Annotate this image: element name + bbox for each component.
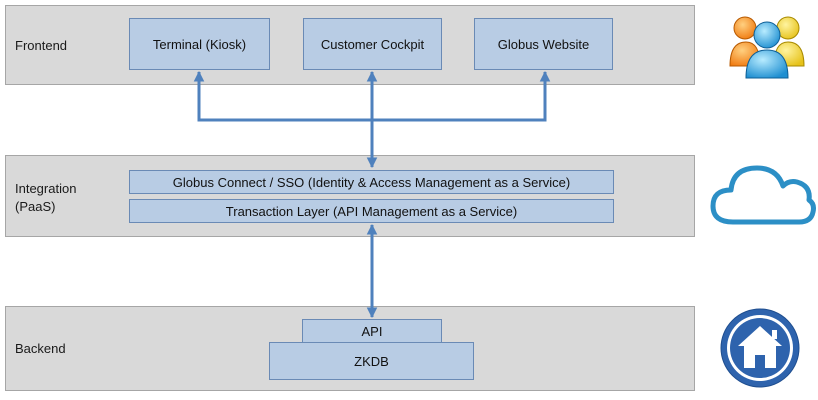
arrow-website-to-connector [372,70,551,122]
cloud-icon [710,165,816,225]
backend-label: Backend [15,341,66,356]
transaction-layer-box: Transaction Layer (API Management as a S… [129,199,614,223]
home-icon [720,308,800,388]
globus-connect-sso-box: Globus Connect / SSO (Identity & Access … [129,170,614,194]
users-icon [729,16,805,79]
arrow-terminal-to-connector [193,70,372,122]
integration-layer: Integration (PaaS) Globus Connect / SSO … [5,155,695,237]
integration-label: Integration [15,181,77,196]
integration-sublabel: (PaaS) [15,199,56,214]
frontend-label: Frontend [15,38,68,53]
frontend-layer: Frontend Terminal (Kiosk) Customer Cockp… [5,5,695,85]
zkdb-box: ZKDB [269,342,474,380]
terminal-kiosk-box: Terminal (Kiosk) [129,18,270,70]
globus-website-box: Globus Website [474,18,613,70]
customer-cockpit-box: Customer Cockpit [303,18,442,70]
backend-layer: Backend API ZKDB [5,306,695,391]
